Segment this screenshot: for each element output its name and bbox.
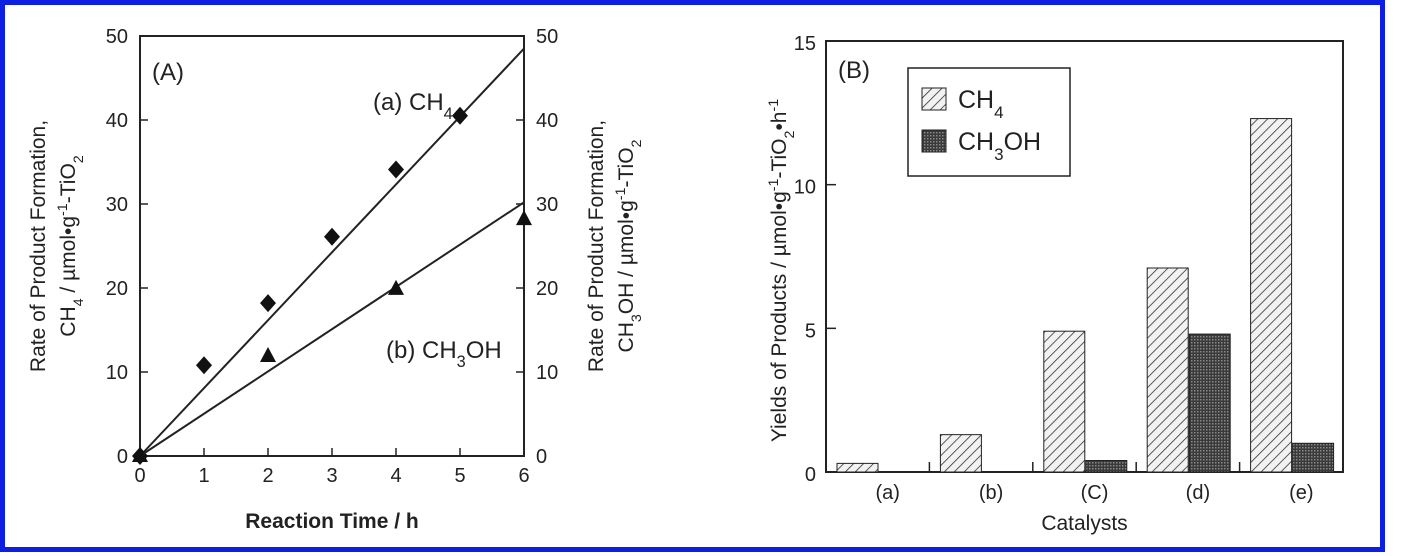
legend-swatch-ch4 xyxy=(921,87,947,111)
y-axis-label-right-a-line2: CH3OH / µmol•g-1-TiO2 xyxy=(613,139,645,352)
category-label: (d) xyxy=(1186,482,1210,504)
x-tick-label-a: 5 xyxy=(454,465,465,487)
y-tick-label-b: 10 xyxy=(794,177,816,199)
y-tick-label-a: 20 xyxy=(106,278,128,300)
y-axis-label-b: Yields of Products / µmol•g-1-TiO2•h-1 xyxy=(766,99,798,442)
category-label: (C) xyxy=(1081,482,1109,504)
panel-label-b: (B) xyxy=(838,57,870,84)
category-label: (b) xyxy=(979,482,1003,504)
series-label-ch3oh: (b) CH3OH xyxy=(386,337,502,371)
y-tick-label-a: 30 xyxy=(106,194,128,216)
y-tick-label-right-a: 10 xyxy=(536,362,558,384)
x-tick-label-a: 4 xyxy=(390,465,401,487)
y-tick-label-b: 0 xyxy=(805,464,816,486)
panel-b: 0 5 10 15 (a) (b) (C) (d) (e) Catalysts (B) Yields … xyxy=(766,33,1344,535)
y-tick-label-b: 5 xyxy=(805,320,816,342)
data-point-ch4 xyxy=(452,106,468,125)
x-tick-label-a: 6 xyxy=(518,465,529,487)
y-tick-label-right-a: 50 xyxy=(536,26,558,48)
data-point-ch4 xyxy=(260,294,276,313)
x-tick-label-a: 3 xyxy=(326,465,337,487)
y-tick-label-a: 10 xyxy=(106,362,128,384)
panel-label-a: (A) xyxy=(152,59,184,86)
data-point-ch3oh xyxy=(388,279,404,295)
bar-ch4 xyxy=(939,434,982,473)
bar-ch4 xyxy=(1043,330,1086,473)
fit-line-ch3oh xyxy=(139,201,525,457)
y-tick-label-right-a: 40 xyxy=(536,110,558,132)
category-label: (a) xyxy=(875,482,899,504)
bar-ch4 xyxy=(1250,118,1293,473)
y-axis-label-a: Rate of Product Formation, xyxy=(27,120,50,372)
category-label: (e) xyxy=(1289,482,1313,504)
data-point-ch4 xyxy=(196,356,212,375)
y-tick-label-right-a: 30 xyxy=(536,194,558,216)
series-label-ch4: (a) CH4 xyxy=(373,89,453,123)
y-axis-label-a-line2: CH4 / µmol•g-1-TiO2 xyxy=(55,155,87,337)
data-point-ch3oh xyxy=(132,447,148,462)
y-axis-label-right-a: Rate of Product Formation, xyxy=(585,120,608,372)
legend-box xyxy=(907,67,1071,177)
x-tick-label-a: 1 xyxy=(198,465,209,487)
y-tick-label-b: 15 xyxy=(794,33,816,55)
y-tick-label-a: 0 xyxy=(117,446,128,468)
x-axis-label-a: Reaction Time / h xyxy=(245,510,419,533)
data-point-ch3oh xyxy=(516,210,532,226)
x-tick-label-a: 0 xyxy=(134,465,145,487)
data-point-ch4 xyxy=(388,160,404,179)
bar-ch3oh xyxy=(1292,442,1335,473)
y-tick-label-right-a: 20 xyxy=(536,278,558,300)
bar-ch3oh xyxy=(1188,333,1231,473)
plot-area-a xyxy=(139,35,525,457)
legend-swatch-ch3oh xyxy=(921,129,947,153)
legend-label-ch3oh: CH3OH xyxy=(958,128,1041,164)
y-tick-label-a: 50 xyxy=(106,26,128,48)
fit-line-ch4 xyxy=(139,47,525,457)
bar-ch3oh xyxy=(1085,460,1128,473)
data-point-ch3oh xyxy=(260,347,276,363)
bar-ch4 xyxy=(836,462,879,473)
x-tick-label-a: 2 xyxy=(262,465,273,487)
x-axis-label-b: Catalysts xyxy=(1041,512,1127,535)
y-tick-label-right-a: 0 xyxy=(536,446,547,468)
legend-label-ch4: CH4 xyxy=(958,86,1004,122)
bar-ch4 xyxy=(1146,267,1189,473)
y-tick-label-a: 40 xyxy=(106,110,128,132)
data-point-ch4 xyxy=(324,227,340,246)
